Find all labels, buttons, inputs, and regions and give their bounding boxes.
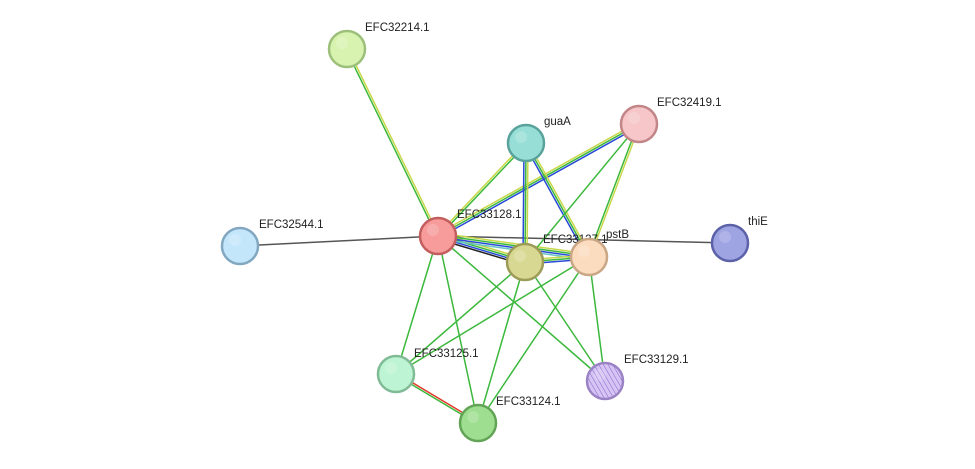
edge-efc33128-1-efc33124-1 (437, 235, 479, 424)
edge-efc33128-1-efc33129-1 (437, 235, 606, 382)
node-highlight (336, 37, 348, 49)
node-pstb[interactable]: pstB (569, 229, 629, 277)
edge-line (395, 256, 590, 375)
node-label: EFC33125.1 (414, 348, 479, 360)
node-thie[interactable]: thiE (710, 216, 768, 263)
edge-pstb-efc33124-1 (477, 256, 590, 424)
node-circle[interactable] (458, 403, 498, 443)
node-label: EFC32419.1 (657, 97, 722, 109)
node-circle[interactable] (619, 104, 659, 144)
node-highlight (628, 112, 640, 124)
edge-pstb-efc33129-1 (588, 256, 606, 382)
edge-line (437, 235, 606, 382)
node-circle[interactable] (376, 354, 416, 394)
node-guaa[interactable]: guaA (506, 116, 571, 163)
node-efc32419-1[interactable]: EFC32419.1 (619, 97, 722, 144)
node-circle[interactable] (710, 223, 750, 263)
node-circle[interactable] (418, 216, 458, 256)
edge-line (437, 235, 479, 424)
edge-efc33128-1-efc32544-1 (239, 235, 439, 247)
node-highlight (578, 245, 590, 257)
edge-efc33128-1-efc32419-1 (436, 121, 641, 239)
edge-line (437, 142, 528, 238)
node-highlight (427, 224, 439, 236)
edge-line (436, 121, 639, 236)
node-efc33125-1[interactable]: EFC33125.1 (376, 348, 479, 394)
node-efc32544-1[interactable]: EFC32544.1 (220, 219, 324, 266)
edge-line (588, 256, 606, 382)
edge-efc33127-1-efc33125-1 (395, 261, 526, 375)
edge-line (524, 142, 527, 263)
edge-line (522, 142, 525, 263)
node-highlight (514, 250, 526, 262)
node-circle[interactable] (506, 123, 546, 163)
node-circle[interactable] (327, 29, 367, 69)
edge-line (526, 142, 529, 263)
node-efc33124-1[interactable]: EFC33124.1 (458, 396, 561, 443)
edge-line (477, 261, 526, 424)
edge-guaa-efc33127-1 (522, 142, 529, 263)
edge-line (523, 143, 588, 259)
node-highlight (229, 234, 241, 246)
node-layer: EFC32214.1guaAEFC32419.1EFC32544.1EFC331… (220, 22, 768, 443)
node-label: pstB (606, 229, 629, 241)
edge-line (438, 124, 641, 239)
edge-line (395, 235, 439, 375)
edge-line (527, 141, 592, 257)
edge-pstb-efc33125-1 (395, 256, 590, 375)
node-label: EFC33124.1 (496, 396, 561, 408)
node-label: EFC32214.1 (365, 22, 430, 34)
edge-line (477, 256, 590, 424)
edge-efc33128-1-guaa (436, 141, 528, 238)
edge-line (437, 234, 590, 257)
node-highlight (385, 362, 397, 374)
node-efc33128-1[interactable]: EFC33128.1 (418, 209, 522, 256)
edge-efc33128-1-efc33125-1 (395, 235, 439, 375)
edge-guaa-pstb (523, 141, 592, 259)
node-circle[interactable] (505, 242, 545, 282)
edge-line (436, 141, 527, 237)
node-label: thiE (748, 216, 768, 228)
edge-line (589, 123, 641, 259)
edge-line (395, 261, 526, 375)
edge-line (345, 48, 438, 238)
edge-line (437, 123, 640, 237)
edge-efc32214-1-efc33128-1 (345, 47, 440, 238)
node-label: EFC32544.1 (259, 219, 324, 231)
node-highlight (719, 231, 731, 243)
node-label: guaA (544, 116, 571, 128)
edge-efc32419-1-pstb (587, 122, 641, 259)
edge-efc33127-1-efc33124-1 (477, 261, 526, 424)
node-highlight (467, 411, 479, 423)
node-label: EFC33129.1 (624, 354, 689, 366)
edge-efc33127-1-efc33129-1 (524, 261, 606, 382)
edge-line (239, 235, 439, 247)
node-circle[interactable] (220, 226, 260, 266)
node-label: EFC33128.1 (457, 209, 522, 221)
edge-efc32419-1-efc33127-1 (524, 123, 640, 263)
node-efc32214-1[interactable]: EFC32214.1 (327, 22, 430, 69)
node-efc33127-1[interactable]: EFC33127.1 (505, 234, 608, 282)
edge-line (524, 261, 606, 382)
edge-line (524, 123, 640, 263)
node-highlight (594, 369, 606, 381)
node-efc33129-1[interactable]: EFC33129.1 (585, 354, 689, 401)
node-circle[interactable] (569, 237, 609, 277)
node-highlight (515, 131, 527, 143)
edge-line (347, 47, 440, 237)
edge-line (437, 232, 591, 255)
edge-line (525, 142, 590, 258)
edge-line (587, 122, 639, 258)
node-circle[interactable] (585, 361, 625, 401)
